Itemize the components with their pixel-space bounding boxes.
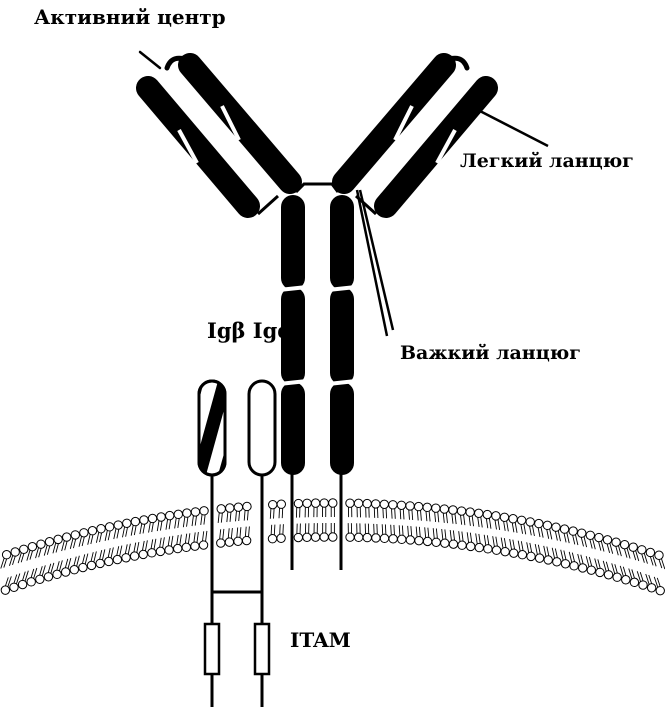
light-chain-label: Легкий ланцюг [460, 150, 634, 172]
itam-motifs [205, 624, 269, 674]
heavy-chain-tails [292, 472, 341, 570]
itam-label: ITAM [290, 628, 351, 652]
ig-alpha [249, 381, 275, 475]
hinge-region [296, 184, 338, 192]
itam-box-ig-alpha [255, 624, 269, 674]
left-fab-arm [140, 52, 290, 206]
heavy-chain-label: Важкий ланцюг [400, 342, 581, 364]
active-center-label: Активний центр [34, 5, 226, 29]
right-fab-arm [344, 58, 486, 206]
cell-membrane-bilayer [1, 499, 665, 595]
itam-box-ig-beta [205, 624, 219, 674]
ig-beta-alpha-label: Igβ Igα [207, 318, 293, 343]
ig-beta [192, 381, 232, 475]
